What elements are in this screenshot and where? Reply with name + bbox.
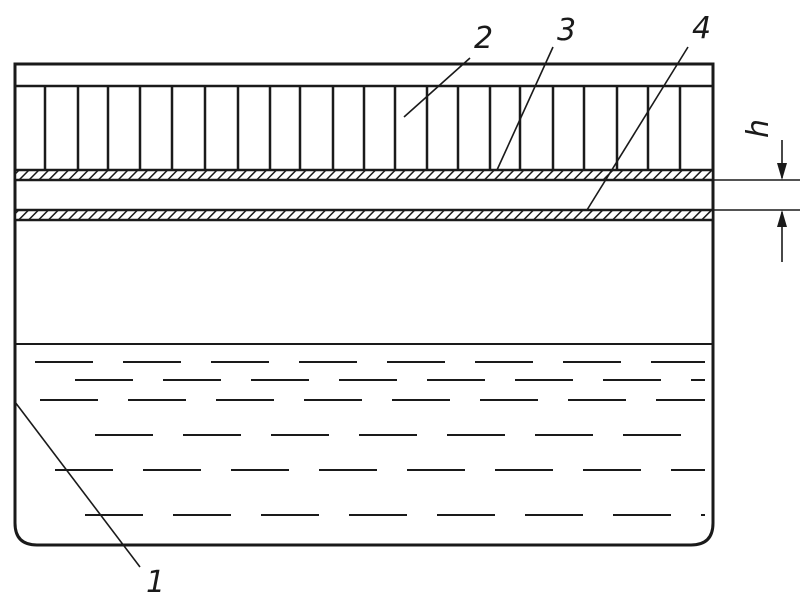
label-3: 3	[557, 13, 576, 48]
label-4: 4	[692, 11, 711, 46]
label-2: 2	[474, 21, 493, 56]
dimension-arrow-up	[777, 210, 787, 227]
leader-line-1	[14, 401, 141, 568]
leader-line-2	[403, 57, 471, 118]
liquid	[15, 343, 713, 516]
hatched-layer-3	[13, 168, 715, 182]
vessel-outline	[13, 62, 715, 547]
liquid-dash-lines	[35, 361, 705, 516]
label-h: h	[741, 119, 776, 138]
ribbed-block	[15, 84, 713, 170]
vertical-ribs	[43, 86, 682, 170]
leader-line-3	[496, 46, 554, 171]
hatched-layer-4	[13, 208, 715, 222]
dimension-arrow-down	[777, 163, 787, 180]
leader-line-4	[586, 46, 689, 211]
dimension-h: h	[713, 119, 800, 262]
label-1: 1	[146, 565, 165, 600]
leader-lines	[14, 46, 689, 568]
